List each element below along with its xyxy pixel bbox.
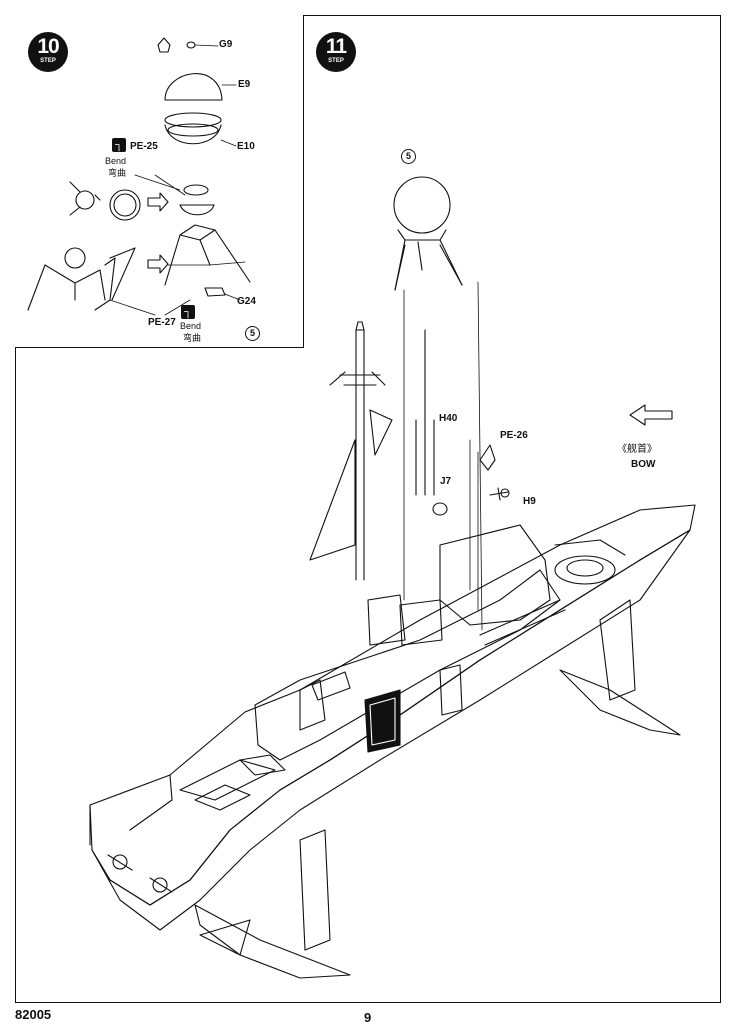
part-j7-label: J7 [440,476,452,487]
step11-ref-circle: 5 [401,149,416,164]
bow-label-en: BOW [631,459,656,470]
bow-foil [559,669,681,736]
part-pe27-label: PE-27 [148,317,176,328]
step10-tag: STEP [40,58,56,64]
step10-panel [15,15,304,348]
part-h40-label: H40 [439,413,458,424]
part-h9-label: H9 [523,496,536,507]
assembly-arrow-icon-2 [147,254,169,274]
radome [393,176,451,234]
part-pe26-label: PE-26 [500,430,528,441]
bow-arrow-icon [629,404,673,426]
bow-label-zh: 《舰首》 [617,444,657,455]
stern-foil [194,904,351,979]
model-code: 82005 [15,1007,52,1022]
part-g24-label: G24 [237,296,256,307]
part-e10-label: E10 [237,141,255,152]
assembly-arrow-icon [147,192,169,212]
part-e9-label: E9 [238,79,251,90]
hull-side [91,529,691,931]
bend-icon-2: ┐ [181,305,195,319]
bridge-block [439,524,551,626]
main-mast [355,329,365,581]
step11-tag: STEP [328,58,344,64]
step11-number: 11 [325,35,347,58]
step10-ref-circle: 5 [245,326,260,341]
step10-badge: 10 STEP [28,32,68,72]
page-frame [15,15,721,1003]
page-number: 9 [364,1010,372,1025]
step11-badge: 11 STEP [316,32,356,72]
bend-bottom-zh: 弯曲 [183,333,202,343]
step10-number: 10 [37,35,59,58]
bend-bottom-en: Bend [180,321,202,331]
antenna-h40 [415,329,435,496]
superstructure [254,569,561,761]
dome-e9 [164,73,223,101]
part-pe25-label: PE-25 [130,141,158,152]
bend-icon: ┐ [112,138,126,152]
bend-top-zh: 弯曲 [108,168,127,178]
part-g9-label: G9 [219,39,233,50]
bend-top-en: Bend [105,156,127,166]
